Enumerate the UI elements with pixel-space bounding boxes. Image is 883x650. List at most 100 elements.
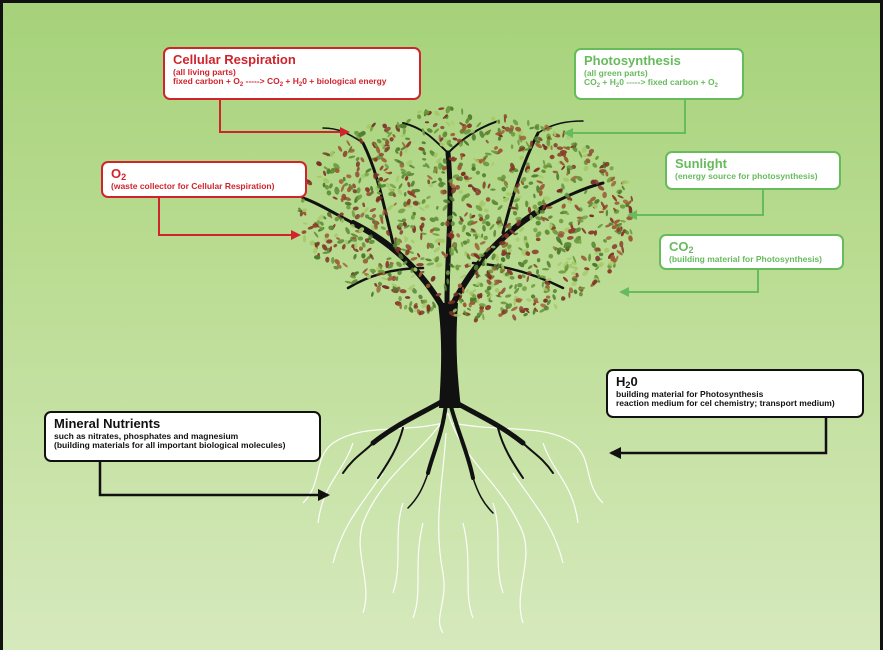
leaf [602, 204, 608, 211]
leaf [487, 293, 493, 300]
leaf [404, 235, 407, 241]
leaf [485, 290, 491, 295]
leaf [540, 216, 545, 222]
leaf [469, 213, 472, 220]
leaf [486, 247, 491, 251]
leaf [440, 189, 446, 195]
leaf [571, 142, 578, 147]
leaf [422, 158, 427, 161]
leaf [556, 247, 562, 253]
leaf [355, 157, 360, 162]
leaf [398, 296, 402, 302]
leaf [485, 197, 491, 202]
leaf [476, 122, 482, 128]
leaf [460, 153, 463, 160]
leaf [379, 165, 384, 171]
leaf [406, 160, 413, 166]
leaf [486, 285, 492, 291]
leaf [340, 198, 344, 203]
leaf [507, 248, 513, 253]
leaf [543, 145, 548, 151]
leaf [418, 294, 423, 300]
leaf [382, 123, 387, 129]
leaf [526, 275, 530, 283]
leaf [352, 206, 359, 211]
leaf [513, 287, 520, 294]
leaf [476, 312, 483, 316]
leaf [344, 280, 353, 284]
leaf [535, 216, 543, 221]
leaf [432, 227, 441, 232]
leaf [523, 307, 530, 311]
leaf [475, 170, 481, 175]
leaf [602, 191, 607, 199]
leaf [628, 200, 632, 205]
leaf [433, 152, 439, 158]
leaf [497, 119, 501, 124]
leaf [409, 284, 416, 289]
leaf [509, 275, 515, 280]
leaf [402, 221, 407, 227]
leaf [322, 251, 331, 254]
leaf [442, 131, 448, 138]
leaf [525, 251, 531, 256]
leaf [516, 298, 523, 302]
leaf [326, 190, 332, 196]
leaf [449, 247, 454, 256]
leaf [356, 166, 360, 172]
leaf [529, 140, 533, 147]
leaf [409, 300, 413, 308]
leaf [581, 146, 587, 153]
leaf [564, 242, 572, 247]
leaf [513, 297, 516, 306]
water-line2: reaction medium for cel chemistry; trans… [616, 398, 835, 409]
leaf [545, 277, 552, 282]
leaf [543, 298, 548, 303]
leaf [531, 249, 539, 255]
leaf [506, 244, 512, 250]
leaf [545, 206, 553, 209]
minerals-title: Mineral Nutrients [54, 416, 161, 431]
leaf [364, 172, 369, 177]
leaf [413, 188, 421, 193]
leaf [505, 294, 512, 298]
leaf [444, 253, 448, 258]
leaf [535, 142, 543, 149]
leaf [512, 119, 519, 126]
leaf [348, 148, 355, 153]
leaf [572, 278, 578, 282]
leaf [370, 185, 374, 192]
leaf [531, 294, 536, 299]
leaf [617, 195, 624, 199]
leaf [442, 204, 448, 211]
leaf [549, 154, 555, 160]
leaf [329, 246, 333, 252]
leaf [599, 262, 604, 267]
leaf [342, 150, 348, 158]
leaf [546, 260, 551, 268]
leaf [546, 138, 551, 147]
leaf [482, 161, 490, 167]
leaf [396, 121, 400, 129]
leaf [348, 155, 356, 159]
leaf [550, 145, 553, 150]
sunlight-title: Sunlight [675, 156, 727, 171]
leaf [406, 118, 411, 123]
leaf [588, 253, 592, 262]
leaf [432, 122, 438, 128]
leaf [427, 179, 431, 185]
leaf [364, 238, 370, 243]
leaf [301, 230, 307, 234]
leaf [360, 212, 365, 218]
leaf [500, 257, 506, 263]
leaf [435, 293, 442, 297]
leaf [445, 220, 450, 227]
leaf [510, 132, 516, 137]
leaf [305, 179, 313, 186]
leaf [314, 255, 321, 260]
leaf [410, 180, 415, 187]
leaf [613, 207, 617, 212]
leaf [458, 176, 463, 182]
leaf [501, 186, 507, 192]
leaf [621, 245, 625, 254]
